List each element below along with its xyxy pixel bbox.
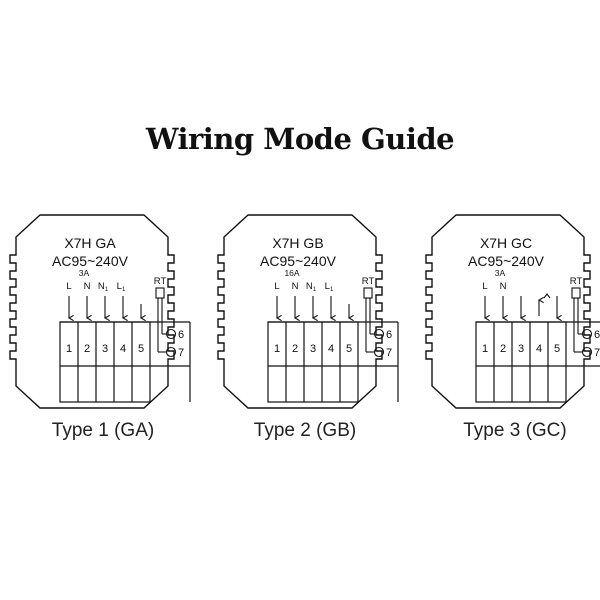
terminal-block [267, 321, 359, 403]
sensor-body [363, 287, 373, 299]
sensor-label: RT [362, 276, 375, 287]
terminal-label: L [66, 281, 71, 292]
model-label: X7H GA [64, 235, 116, 251]
terminal-number: 4 [120, 343, 126, 355]
sensor-terminal-6 [373, 328, 385, 340]
terminal-block [59, 321, 151, 403]
current-rating-label: 16A [284, 268, 299, 278]
sensor-terminal-7 [165, 346, 177, 358]
terminal-number: 5 [138, 343, 144, 355]
terminal-number: 3 [310, 343, 316, 355]
sensor-body [571, 287, 581, 299]
current-rating-label: 3A [495, 268, 506, 278]
terminal-number: 5 [346, 343, 352, 355]
sensor-label: RT [154, 276, 167, 287]
sensor-terminal-6 [581, 328, 593, 340]
terminal-number: 2 [84, 343, 90, 355]
sensor-label: RT [570, 276, 583, 287]
terminal-number: 1 [482, 343, 488, 355]
device-outline [425, 214, 591, 409]
sensor-terminal-number: 6 [594, 329, 600, 341]
sensor-terminal-number: 7 [178, 347, 184, 359]
terminal-label: N [500, 281, 507, 292]
sensor-terminal-number: 6 [386, 329, 392, 341]
terminal-label: N1 [98, 281, 109, 293]
sensor-terminal-number: 7 [386, 347, 392, 359]
terminal-number: 3 [518, 343, 524, 355]
terminal-number: 2 [500, 343, 506, 355]
terminal-label: L1 [117, 281, 126, 293]
terminal-number: 1 [66, 343, 72, 355]
sensor-body [155, 287, 165, 299]
terminal-label: L [482, 281, 487, 292]
terminal-label: N [84, 281, 91, 292]
device-outline [9, 214, 175, 409]
sensor-terminal-number: 6 [178, 329, 184, 341]
current-rating-label: 3A [79, 268, 90, 278]
voltage-label: AC95~240V [468, 253, 545, 269]
terminal-label: N [292, 281, 299, 292]
voltage-label: AC95~240V [260, 253, 337, 269]
voltage-label: AC95~240V [52, 253, 129, 269]
caption-type-1: Type 1 (GA) [51, 420, 155, 441]
terminal-label: N1 [306, 281, 317, 293]
terminal-number: 1 [274, 343, 280, 355]
terminal-block [475, 321, 567, 403]
model-label: X7H GC [480, 235, 532, 251]
device-outline [217, 214, 383, 409]
sensor-terminal-number: 7 [594, 347, 600, 359]
sensor-terminal-6 [165, 328, 177, 340]
terminal-number: 5 [554, 343, 560, 355]
page-title: Wiring Mode Guide [145, 122, 455, 156]
terminal-number: 3 [102, 343, 108, 355]
relay-switch [543, 293, 551, 299]
model-label: X7H GB [272, 235, 323, 251]
terminal-label: L [274, 281, 279, 292]
caption-type-3: Type 3 (GC) [463, 420, 567, 441]
terminal-label: L1 [325, 281, 334, 293]
terminal-number: 4 [536, 343, 542, 355]
sensor-terminal-7 [373, 346, 385, 358]
sensor-terminal-7 [581, 346, 593, 358]
terminal-number: 2 [292, 343, 298, 355]
caption-type-2: Type 2 (GB) [253, 420, 357, 441]
terminal-number: 4 [328, 343, 334, 355]
